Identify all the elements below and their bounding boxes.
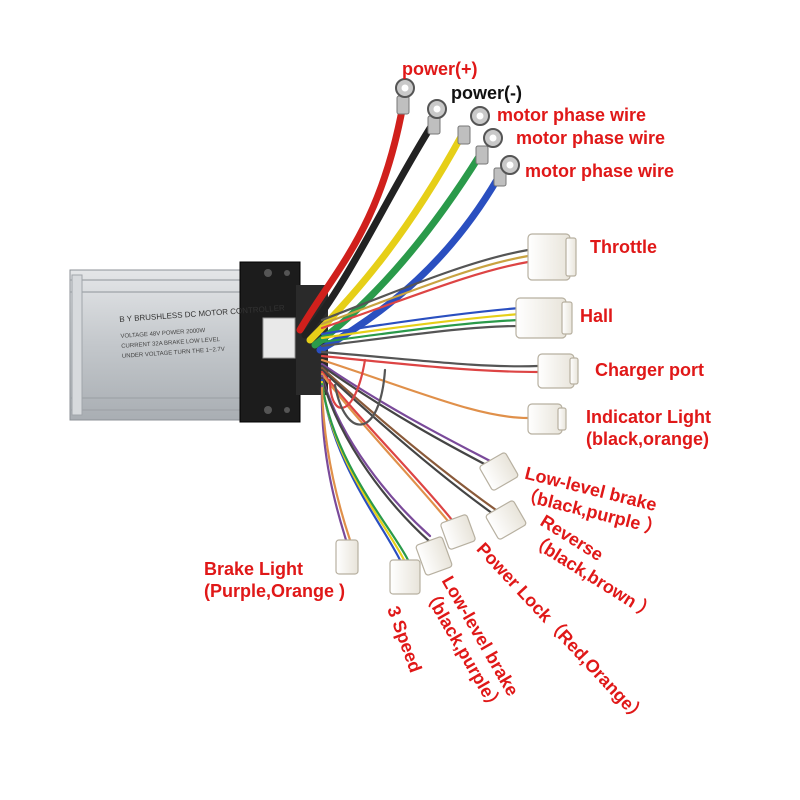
plug-indicator: [527, 403, 567, 435]
label-indicator-light: Indicator Light (black,orange): [586, 406, 711, 450]
plug-hall: [515, 297, 573, 339]
wire-phase-green: [311, 151, 484, 349]
plug-low-brake-right: [479, 452, 519, 491]
ring-terminals: [395, 78, 520, 187]
label-motor-phase-wire-2: motor phase wire: [516, 128, 666, 148]
label-power-positive: power(+): [402, 59, 478, 79]
ring-terminal-power-neg: [427, 99, 447, 135]
plug-low-brake-bottom: [415, 536, 453, 576]
label-brake-light-name: Brake Light: [204, 559, 304, 579]
label-motor-phase-wire-1: motor phase wire: [497, 105, 647, 125]
label-indicator-light-colors: (black,orange): [586, 429, 710, 449]
label-brake-light: Brake Light (Purple,Orange ): [204, 558, 345, 602]
ring-terminal-phase-3: [493, 155, 520, 187]
plug-brake-light: [335, 539, 359, 575]
wire-power-negative: [301, 121, 436, 339]
plug-throttle: [527, 233, 577, 281]
plug-3-speed: [389, 559, 421, 595]
controller-spec-line: VOLTAGE 48V POWER 2000W: [120, 328, 205, 340]
label-charger-port: Charger port: [595, 360, 705, 380]
ring-terminal-phase-1: [457, 106, 490, 145]
controller-body: [69, 261, 328, 423]
label-power-negative: power(-): [451, 83, 522, 103]
ring-terminal-power-pos: [395, 78, 415, 115]
connectors: [335, 233, 579, 595]
plug-charger: [537, 353, 579, 389]
plug-reverse: [485, 500, 527, 540]
label-brake-light-colors: (Purple,Orange ): [204, 581, 346, 601]
label-motor-phase-wire-3: motor phase wire: [525, 161, 675, 181]
plug-power-lock: [440, 514, 476, 550]
ring-terminal-phase-2: [475, 128, 503, 165]
label-indicator-light-name: Indicator Light: [586, 407, 711, 427]
label-throttle: Throttle: [590, 237, 657, 257]
wire-power-positive: [296, 101, 407, 334]
signal-wires: [320, 248, 540, 562]
label-hall: Hall: [580, 306, 614, 326]
